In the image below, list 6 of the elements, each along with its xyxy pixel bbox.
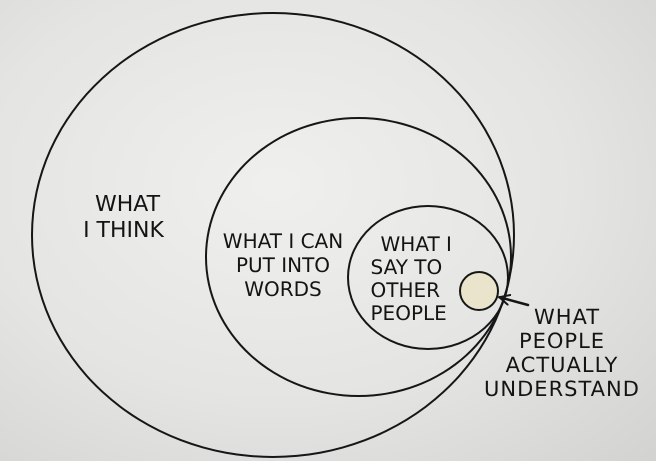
circle-label: WHAT I THINK: [82, 192, 166, 244]
inner-circle: [347, 205, 509, 350]
circle-label: WHAT I CAN PUT INTO WORDS: [222, 229, 344, 301]
smallest-circle: [458, 270, 498, 310]
circle-label: WHAT I SAY TO OTHER PEOPLE: [370, 232, 453, 324]
callout-label: WHAT PEOPLE ACTUALLY UNDERSTAND: [482, 305, 642, 401]
